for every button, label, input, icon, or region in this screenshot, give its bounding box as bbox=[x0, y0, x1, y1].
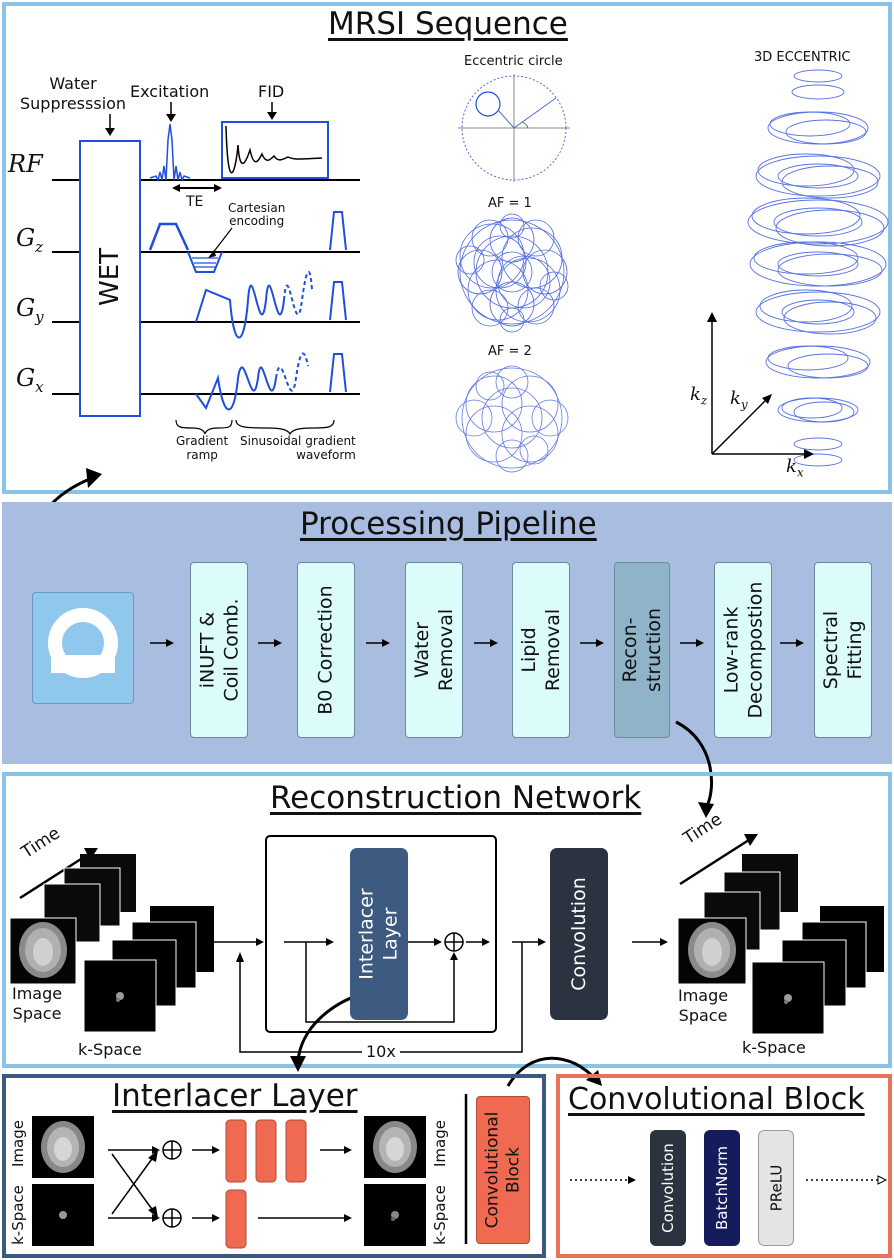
convblock-prelu-label: PReLU bbox=[767, 1164, 785, 1212]
pulse-sequence-diagram bbox=[52, 69, 889, 473]
scanner-icon bbox=[32, 592, 134, 704]
convblock-convolution-label: Convolution bbox=[659, 1143, 677, 1233]
af2-label: AF = 2 bbox=[488, 344, 532, 359]
gradient-ramp-label: Gradient ramp bbox=[176, 434, 229, 462]
kspace-label-in: k-Space bbox=[78, 1040, 142, 1059]
gz-label: Gz bbox=[16, 224, 44, 256]
convblock-batchnorm[interactable]: BatchNorm bbox=[704, 1130, 740, 1246]
kx-axis-label: kx bbox=[786, 456, 804, 480]
fid-label: FID bbox=[258, 82, 285, 101]
pipeline-title: Processing Pipeline bbox=[300, 506, 597, 542]
kz-axis-label: kz bbox=[690, 384, 708, 408]
excitation-label: Excitation bbox=[130, 82, 210, 101]
mrsi-title: MRSI Sequence bbox=[328, 6, 568, 42]
gy-label: Gy bbox=[16, 294, 44, 326]
convblock-panel bbox=[556, 1074, 892, 1258]
interlacer-layer-block[interactable]: Interlacer Layer bbox=[350, 848, 408, 1020]
convolution-block[interactable]: Convolution bbox=[550, 848, 608, 1020]
rf-label: RF bbox=[8, 150, 43, 178]
step-inuft[interactable]: iNUFT & Coil Comb. bbox=[190, 562, 248, 738]
repeat-label: 10x bbox=[362, 1042, 400, 1061]
water-suppression-label: Water Suppresssion bbox=[20, 74, 127, 113]
eccentric-circle-label: Eccentric circle bbox=[464, 54, 563, 69]
mrsi-panel bbox=[2, 2, 892, 494]
step-spectral-fitting[interactable]: Spectral Fitting bbox=[814, 562, 872, 738]
gx-label: Gx bbox=[16, 364, 44, 396]
image-space-label-out: Image Space bbox=[678, 986, 729, 1025]
af1-label: AF = 1 bbox=[488, 196, 532, 211]
step-water-removal[interactable]: Water Removal bbox=[405, 562, 463, 738]
eccentric-3d-label: 3D ECCENTRIC bbox=[754, 50, 851, 65]
step-reconstruction[interactable]: Recon- struction bbox=[614, 562, 670, 738]
image-space-label-in: Image Space bbox=[12, 984, 63, 1023]
convblock-title: Convolutional Block bbox=[568, 1082, 865, 1117]
convblock-convolution[interactable]: Convolution bbox=[650, 1130, 686, 1246]
convblock-batchnorm-label: BatchNorm bbox=[713, 1145, 731, 1231]
interlacer-panel bbox=[2, 1074, 546, 1258]
convblock-prelu[interactable]: PReLU bbox=[758, 1130, 794, 1246]
te-label: TE bbox=[186, 194, 204, 210]
cartesian-encoding-label: Cartesian encoding bbox=[228, 201, 286, 228]
interlacer-title: Interlacer Layer bbox=[112, 1078, 358, 1114]
step-b0-correction[interactable]: B0 Correction bbox=[297, 562, 355, 738]
sinusoidal-waveform-label: Sinusoidal gradient waveform bbox=[240, 434, 356, 462]
network-panel bbox=[2, 772, 892, 1068]
step-lipid-removal[interactable]: Lipid Removal bbox=[512, 562, 570, 738]
network-title: Reconstruction Network bbox=[270, 780, 642, 816]
conv-block-legend[interactable]: Convolutional Block bbox=[476, 1096, 530, 1244]
kspace-label-out: k-Space bbox=[742, 1038, 806, 1057]
ky-axis-label: ky bbox=[730, 388, 748, 412]
step-low-rank[interactable]: Low-rank Decompostion bbox=[714, 562, 772, 738]
